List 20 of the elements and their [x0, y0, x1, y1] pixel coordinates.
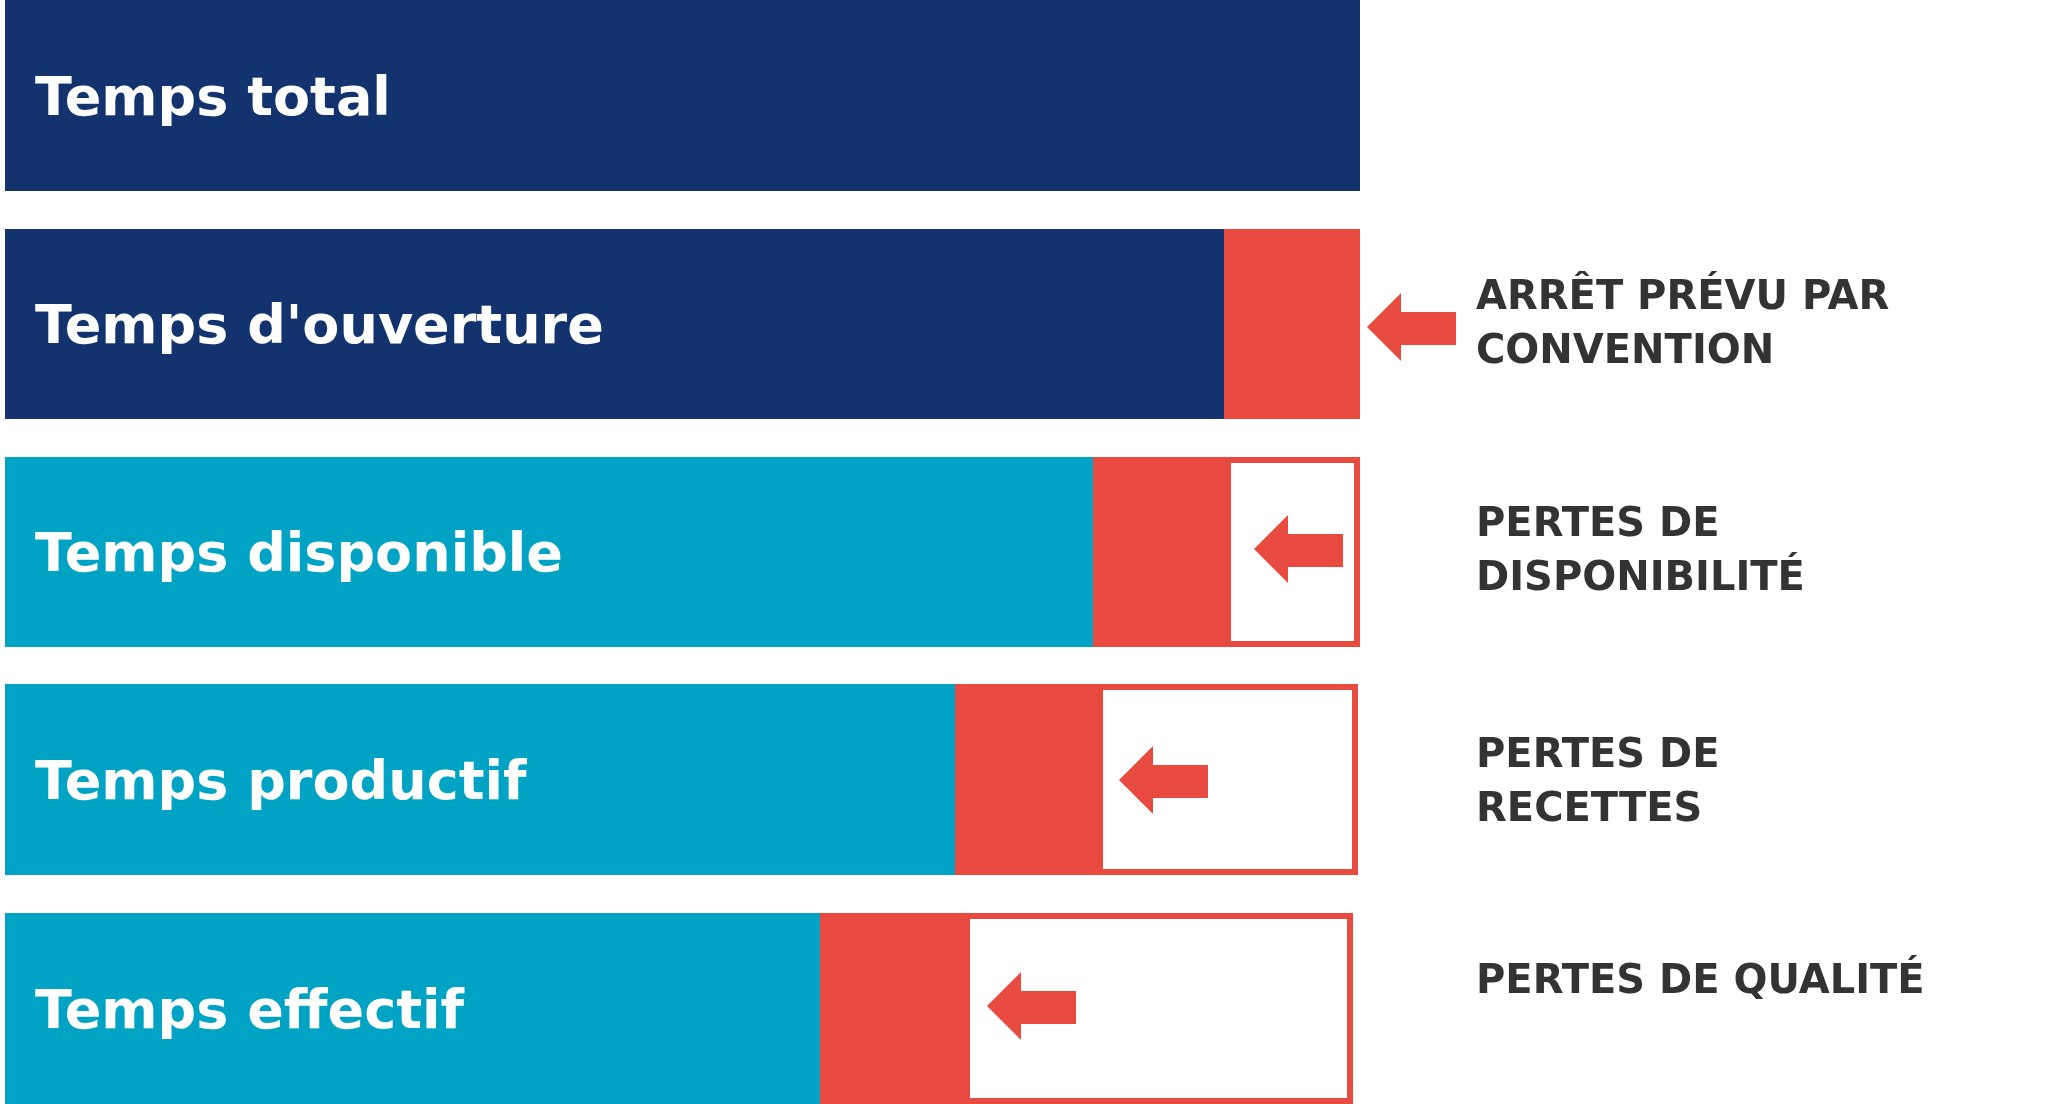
loss-bar-segment: [1093, 457, 1225, 647]
time-bar: [5, 684, 955, 875]
time-bar: [5, 913, 820, 1104]
loss-bar-segment: [1224, 229, 1360, 419]
time-bar: [5, 229, 1224, 419]
bar-label: Temps d'ouverture: [35, 292, 604, 356]
bar-label: Temps total: [35, 64, 391, 127]
loss-label: PERTES DE DISPONIBILITÉ: [1476, 498, 1806, 601]
loss-bar-segment: [820, 913, 964, 1104]
bar-label: Temps disponible: [35, 520, 563, 584]
loss-label: PERTES DE RECETTES: [1476, 729, 1721, 832]
time-bar: [5, 457, 1093, 647]
time-bar: [5, 0, 1360, 191]
loss-bar-segment: [955, 684, 1097, 875]
loss-label: PERTES DE QUALITÉ: [1476, 954, 1926, 1004]
bar-label: Temps productif: [35, 748, 527, 811]
outlined-box: [964, 913, 1353, 1104]
bar-label: Temps effectif: [35, 977, 464, 1040]
outlined-box: [1097, 684, 1358, 875]
loss-label: ARRÊT PRÉVU PAR CONVENTION: [1476, 270, 1891, 374]
